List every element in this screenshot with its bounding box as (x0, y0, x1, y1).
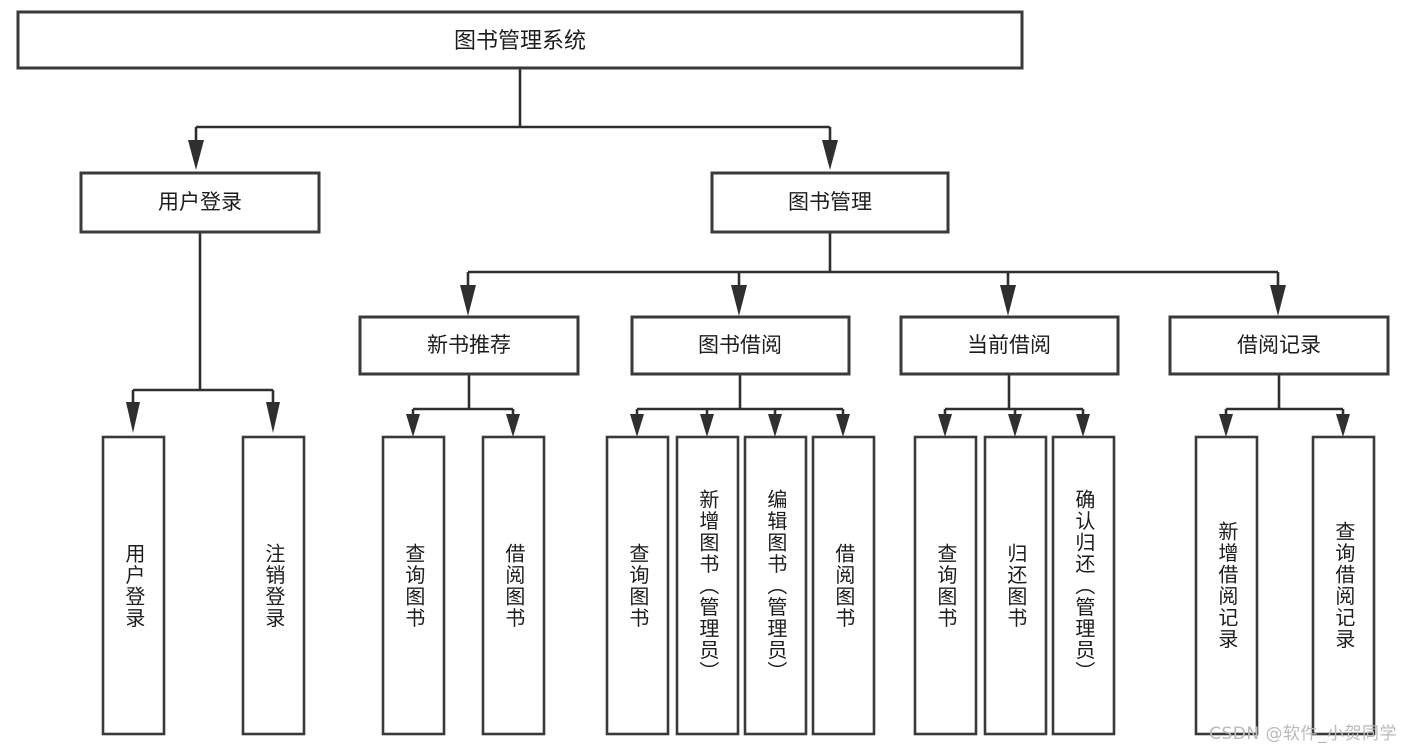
arrow-br-leaf-1 (1219, 414, 1233, 437)
node-book-borrow[interactable]: 图书借阅 (630, 315, 851, 376)
node-new-book-recommend-box[interactable] (358, 315, 580, 376)
node-leaf-query-book-recommend-box[interactable] (381, 435, 446, 736)
node-user-login-box[interactable] (79, 171, 321, 234)
node-new-book-recommend-label: 新书推荐 (427, 333, 511, 357)
node-borrow-record-box[interactable] (1168, 315, 1390, 376)
arrow-cb-leaf-2 (1008, 414, 1022, 437)
node-leaf-user-login-box[interactable] (101, 435, 166, 736)
node-book-borrow-label: 图书借阅 (698, 333, 782, 357)
arrow-cb-leaf-3 (1076, 414, 1090, 437)
node-leaf-return-book-box[interactable] (983, 435, 1048, 736)
arrow-bb-leaf-3 (768, 414, 782, 437)
node-borrow-record[interactable]: 借阅记录 (1168, 315, 1390, 376)
node-leaf-query-book-current-box[interactable] (913, 435, 978, 736)
node-leaf-add-book-box[interactable] (675, 435, 740, 736)
arrow-bb-leaf-2 (700, 414, 714, 437)
node-root-label: 图书管理系统 (454, 29, 586, 54)
node-book-manage-label: 图书管理 (788, 190, 872, 214)
arrow-user-login-leaf-2 (266, 402, 280, 433)
node-book-borrow-box[interactable] (630, 315, 851, 376)
node-user-login[interactable]: 用户登录 (79, 171, 321, 234)
arrow-nbr-leaf-1 (406, 414, 420, 437)
node-root-box[interactable] (16, 10, 1024, 70)
node-current-borrow[interactable]: 当前借阅 (899, 315, 1120, 376)
node-leaf-query-borrow-record-box[interactable] (1311, 435, 1376, 736)
arrow-nbr-leaf-2 (506, 414, 520, 437)
watermark-text: CSDN @软件_小贺同学 (1209, 724, 1397, 744)
node-leaf-edit-book-box[interactable] (743, 435, 808, 736)
connector-group (126, 68, 1350, 437)
node-user-login-label: 用户登录 (158, 190, 242, 214)
arrow-bm-to-new-book-recommend (460, 285, 476, 316)
node-leaf-confirm-return-box[interactable] (1051, 435, 1116, 736)
arrow-bm-to-borrow-record (1270, 285, 1286, 316)
arrow-bb-leaf-1 (630, 414, 644, 437)
node-leaf-query-book-borrow-box[interactable] (605, 435, 670, 736)
node-leaf-borrow-book-recommend-box[interactable] (481, 435, 546, 736)
node-book-manage-box[interactable] (710, 171, 950, 234)
node-book-manage[interactable]: 图书管理 (710, 171, 950, 234)
node-new-book-recommend[interactable]: 新书推荐 (358, 315, 580, 376)
arrow-root-to-user-login (188, 140, 204, 170)
node-root[interactable]: 图书管理系统 (16, 10, 1024, 70)
node-current-borrow-label: 当前借阅 (967, 333, 1051, 357)
node-leaf-borrow-book-box[interactable] (811, 435, 876, 736)
arrow-bm-to-current-borrow (1000, 285, 1016, 316)
node-current-borrow-box[interactable] (899, 315, 1120, 376)
node-borrow-record-label: 借阅记录 (1237, 333, 1321, 357)
arrow-bb-leaf-4 (836, 414, 850, 437)
node-leaf-add-borrow-record-box[interactable] (1194, 435, 1259, 736)
arrow-cb-leaf-1 (938, 414, 952, 437)
arrow-root-to-book-manage (822, 140, 838, 170)
node-leaf-user-logout-box[interactable] (241, 435, 306, 736)
arrow-user-login-leaf-1 (126, 402, 140, 433)
arrow-br-leaf-2 (1336, 414, 1350, 437)
arrow-bm-to-book-borrow (731, 285, 747, 316)
